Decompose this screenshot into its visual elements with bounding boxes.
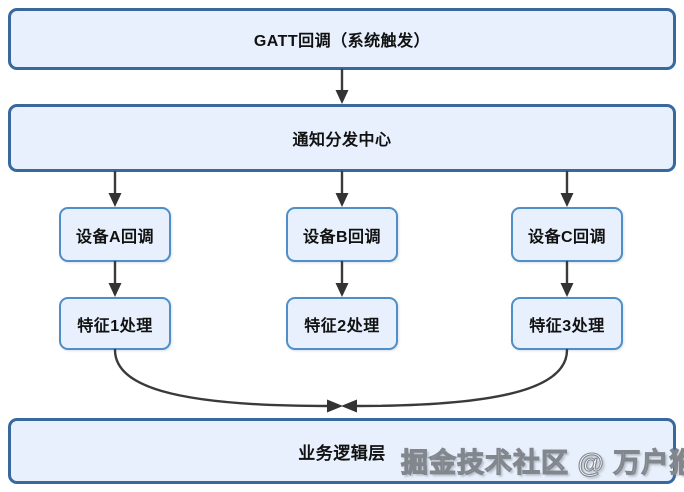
- arrow-dispatch-to-device-c: [560, 170, 574, 207]
- node-device-a-callback: 设备A回调: [59, 207, 171, 262]
- node-feature-2-processing: 特征2处理: [286, 297, 398, 350]
- arrow-gatt-to-dispatch: [335, 68, 349, 104]
- node-feature-2-processing-label: 特征2处理: [304, 317, 380, 335]
- node-gatt-callback-label: GATT回调（系统触发）: [253, 33, 431, 50]
- node-feature-3-processing-label: 特征3处理: [529, 317, 605, 335]
- node-feature-1-processing-label: 特征1处理: [77, 317, 153, 335]
- node-device-c-callback-label: 设备C回调: [527, 228, 607, 246]
- arrow-device-a-to-feature-1: [108, 260, 122, 297]
- node-dispatch-center-label: 通知分发中心: [292, 132, 392, 149]
- node-device-b-callback-label: 设备B回调: [302, 228, 382, 246]
- node-feature-3-processing: 特征3处理: [511, 297, 623, 350]
- node-device-c-callback: 设备C回调: [511, 207, 623, 262]
- node-device-a-callback-label: 设备A回调: [75, 228, 155, 246]
- node-device-b-callback: 设备B回调: [286, 207, 398, 262]
- arrow-dispatch-to-device-b: [335, 170, 349, 207]
- node-feature-1-processing: 特征1处理: [59, 297, 171, 350]
- node-dispatch-center: 通知分发中心: [8, 104, 676, 172]
- arrow-dispatch-to-device-a: [108, 170, 122, 207]
- arrow-device-c-to-feature-3: [560, 260, 574, 297]
- node-gatt-callback: GATT回调（系统触发）: [8, 8, 676, 70]
- watermark-text: 掘金技术社区 @ 万户猴: [400, 447, 684, 478]
- arrow-feature-3-to-business: [341, 348, 569, 413]
- node-business-logic-layer-label: 业务逻辑层: [298, 443, 386, 463]
- arrow-feature-1-to-business: [113, 348, 343, 413]
- arrow-device-b-to-feature-2: [335, 260, 349, 297]
- node-business-logic-layer: 业务逻辑层: [8, 418, 676, 484]
